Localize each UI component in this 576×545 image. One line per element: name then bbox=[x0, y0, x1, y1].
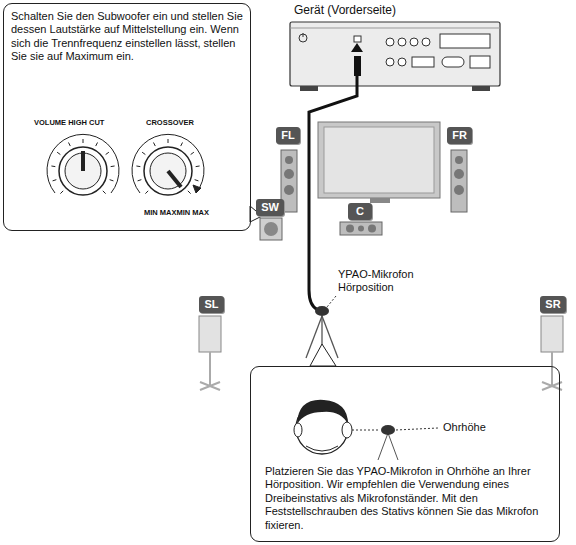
scale-label: MIN MAXMIN MAX bbox=[144, 208, 209, 217]
tick bbox=[53, 180, 57, 181]
callout-box: Platzieren Sie das YPAO-Mikrofon in Ohrh… bbox=[250, 366, 560, 542]
tick bbox=[145, 191, 148, 194]
speaker-label: FL bbox=[281, 127, 294, 144]
tick bbox=[136, 165, 140, 167]
device-label: Gerät (Vorderseite) bbox=[294, 3, 396, 18]
tick bbox=[60, 191, 63, 194]
tick bbox=[57, 152, 60, 154]
speaker-label: SW bbox=[261, 199, 279, 216]
tick bbox=[196, 165, 200, 167]
callout-box: Schalten Sie den Subwoofer ein und stell… bbox=[3, 3, 251, 231]
speaker-tag: SW bbox=[256, 199, 284, 216]
speaker-label: FR bbox=[452, 127, 467, 144]
tick bbox=[96, 142, 98, 146]
tick bbox=[191, 152, 194, 154]
knob-label: VOLUME HIGH CUT bbox=[34, 118, 104, 127]
speaker-label: SL bbox=[204, 296, 218, 313]
ear-height-label: Ohrhöhe bbox=[443, 421, 486, 434]
mic-label: YPAO-Mikrofon Hörposition bbox=[338, 268, 433, 295]
listener-head bbox=[294, 400, 438, 460]
speaker-label: SR bbox=[545, 296, 560, 313]
tick bbox=[181, 142, 183, 146]
tick bbox=[103, 191, 106, 194]
speaker-tag: FL bbox=[276, 127, 300, 144]
instruction-text: Schalten Sie den Subwoofer ein und stell… bbox=[11, 10, 245, 64]
speaker-label: C bbox=[356, 203, 364, 220]
tick bbox=[51, 165, 55, 167]
tick bbox=[83, 139, 84, 143]
knob-label: CROSSOVER bbox=[146, 118, 194, 127]
tick bbox=[195, 180, 199, 181]
tick bbox=[188, 191, 191, 194]
tick bbox=[106, 152, 109, 154]
speaker-tag: SR bbox=[540, 296, 566, 313]
tick bbox=[142, 152, 145, 154]
instruction-text: Platzieren Sie das YPAO-Mikrofon in Ohrh… bbox=[265, 465, 547, 532]
tick bbox=[110, 180, 114, 181]
speaker-tag: SL bbox=[199, 296, 224, 313]
tick bbox=[168, 139, 169, 143]
speaker-tag: C bbox=[348, 203, 372, 220]
tick bbox=[138, 180, 142, 181]
receiver bbox=[290, 22, 500, 91]
speaker-tag: FR bbox=[447, 127, 472, 144]
tick bbox=[111, 165, 115, 167]
tick bbox=[68, 142, 70, 146]
tick bbox=[153, 142, 155, 146]
